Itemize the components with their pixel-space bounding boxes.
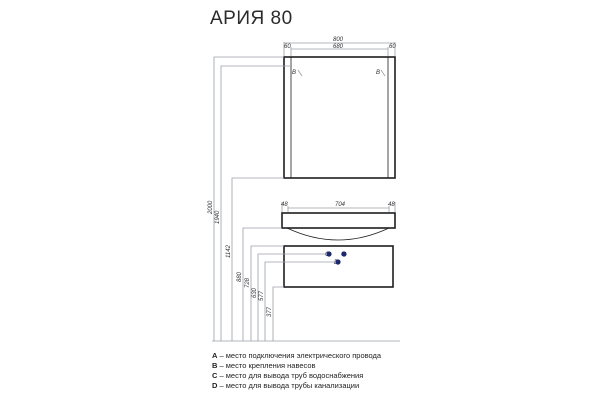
hanger-tick-right	[380, 69, 386, 77]
legend-item-a: A – место подключения электрического про…	[212, 351, 382, 360]
dim-height-577: 577	[259, 290, 265, 301]
legend-item-d: D – место для вывода трубы канализации	[212, 381, 360, 390]
dim-height-1142: 1142	[226, 244, 232, 258]
hanger-tick-left	[297, 69, 303, 77]
dim-height-377: 377	[267, 306, 273, 317]
drain-outlet-icon	[335, 259, 341, 265]
mirror-cabinet: B B	[283, 56, 396, 179]
dim-height-728: 728	[245, 277, 251, 288]
vanity-cabinet: C C D	[281, 212, 396, 288]
legend-item-c: C – место для вывода труб водоснабжения	[212, 371, 364, 380]
legend-item-b: B – место крепления навесов	[212, 361, 316, 370]
water-outlet-right-icon	[341, 251, 347, 257]
mirror-hanger-marker-right: B	[376, 70, 380, 76]
dim-height-2000: 2000	[208, 200, 214, 215]
dim-sink-side-left: 48	[281, 202, 288, 208]
dim-sink-side-right: 48	[388, 202, 395, 208]
sink-width-dimensions: 704 48 48	[281, 202, 396, 212]
dim-mirror-total: 800	[333, 37, 344, 43]
mirror-width-dimensions: 800 680 60 60	[283, 37, 396, 56]
dim-height-1940: 1940	[215, 210, 221, 224]
sink-top	[281, 212, 396, 229]
dim-mirror-inner: 680	[333, 44, 344, 50]
product-title: АРИЯ 80	[210, 8, 293, 29]
mirror-outline	[283, 56, 396, 179]
height-dimensions: 2000 1940 1142 880 728 630 577 377	[208, 56, 336, 341]
dim-height-630: 630	[252, 287, 258, 298]
water-outlet-left-icon	[326, 251, 332, 257]
dim-mirror-side-right: 60	[389, 44, 396, 50]
vanity-drawer	[283, 245, 394, 288]
dim-height-880: 880	[237, 271, 243, 282]
mirror-hanger-marker-left: B	[292, 70, 296, 76]
dim-mirror-side-left: 60	[284, 44, 291, 50]
legend: A – место подключения электрического про…	[212, 351, 381, 391]
sink-bowl-curve	[286, 227, 390, 241]
dim-sink-inner: 704	[335, 202, 346, 208]
